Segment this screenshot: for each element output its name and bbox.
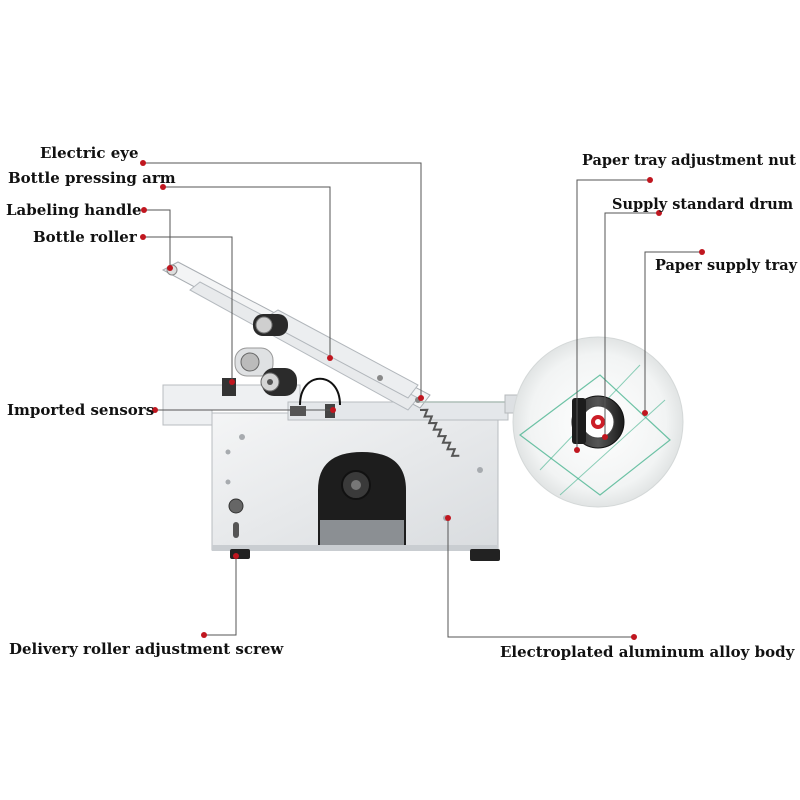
dot-bottle-roller-start <box>140 234 146 240</box>
dot-pressing-arm-end <box>327 355 333 361</box>
labeling-arm <box>161 261 431 411</box>
label-imported-sensors: Imported sensors <box>7 401 155 419</box>
label-paper-tray-adjustment-nut: Paper tray adjustment nut <box>582 152 796 169</box>
dot-tray-end <box>642 410 648 416</box>
dot-body-end <box>445 515 451 521</box>
label-supply-standard-drum: Supply standard drum <box>612 196 794 213</box>
leader-bottle-pressing-arm <box>163 186 331 358</box>
leader-delivery-screw <box>204 556 237 636</box>
dot-pressing-arm-start <box>160 184 166 190</box>
leader-electric-eye <box>143 162 422 398</box>
label-roll <box>504 336 684 508</box>
rollers <box>222 314 297 396</box>
leader-paper-tray-nut <box>576 179 650 450</box>
dot-electric-eye-end <box>418 395 424 401</box>
dot-electric-eye-start <box>140 160 146 166</box>
dot-body-start <box>631 634 637 640</box>
dot-drum-end <box>602 434 608 440</box>
dot-drum-start <box>656 210 662 216</box>
dot-sensors-start <box>152 407 158 413</box>
callout-dots <box>140 160 705 640</box>
sensor-assembly <box>290 377 341 418</box>
dot-labeling-handle-start <box>141 207 147 213</box>
spring <box>419 408 460 457</box>
dot-tray-start <box>699 249 705 255</box>
dot-tray-nut-end <box>574 447 580 453</box>
leader-supply-drum <box>604 212 659 437</box>
leader-paper-supply-tray <box>644 251 702 413</box>
leader-lines <box>143 162 702 638</box>
leader-bottle-roller <box>143 236 233 382</box>
dot-screw-end <box>233 553 239 559</box>
label-bottle-roller: Bottle roller <box>33 228 137 246</box>
machine-body <box>162 384 509 561</box>
dot-tray-nut-start <box>647 177 653 183</box>
label-electroplated-aluminum-alloy-body: Electroplated aluminum alloy body <box>500 643 795 661</box>
dot-sensors-end <box>330 407 336 413</box>
leader-aluminum-body <box>447 518 634 638</box>
label-electric-eye: Electric eye <box>40 144 139 162</box>
label-delivery-roller-adjustment-screw: Delivery roller adjustment screw <box>9 640 284 658</box>
label-labeling-handle: Labeling handle <box>6 201 142 219</box>
dot-labeling-handle-end <box>167 265 173 271</box>
dot-bottle-roller-end <box>229 379 235 385</box>
label-bottle-pressing-arm: Bottle pressing arm <box>8 169 176 187</box>
dot-screw-start <box>201 632 207 638</box>
leader-labeling-handle <box>144 209 171 268</box>
label-paper-supply-tray: Paper supply tray <box>655 257 798 274</box>
